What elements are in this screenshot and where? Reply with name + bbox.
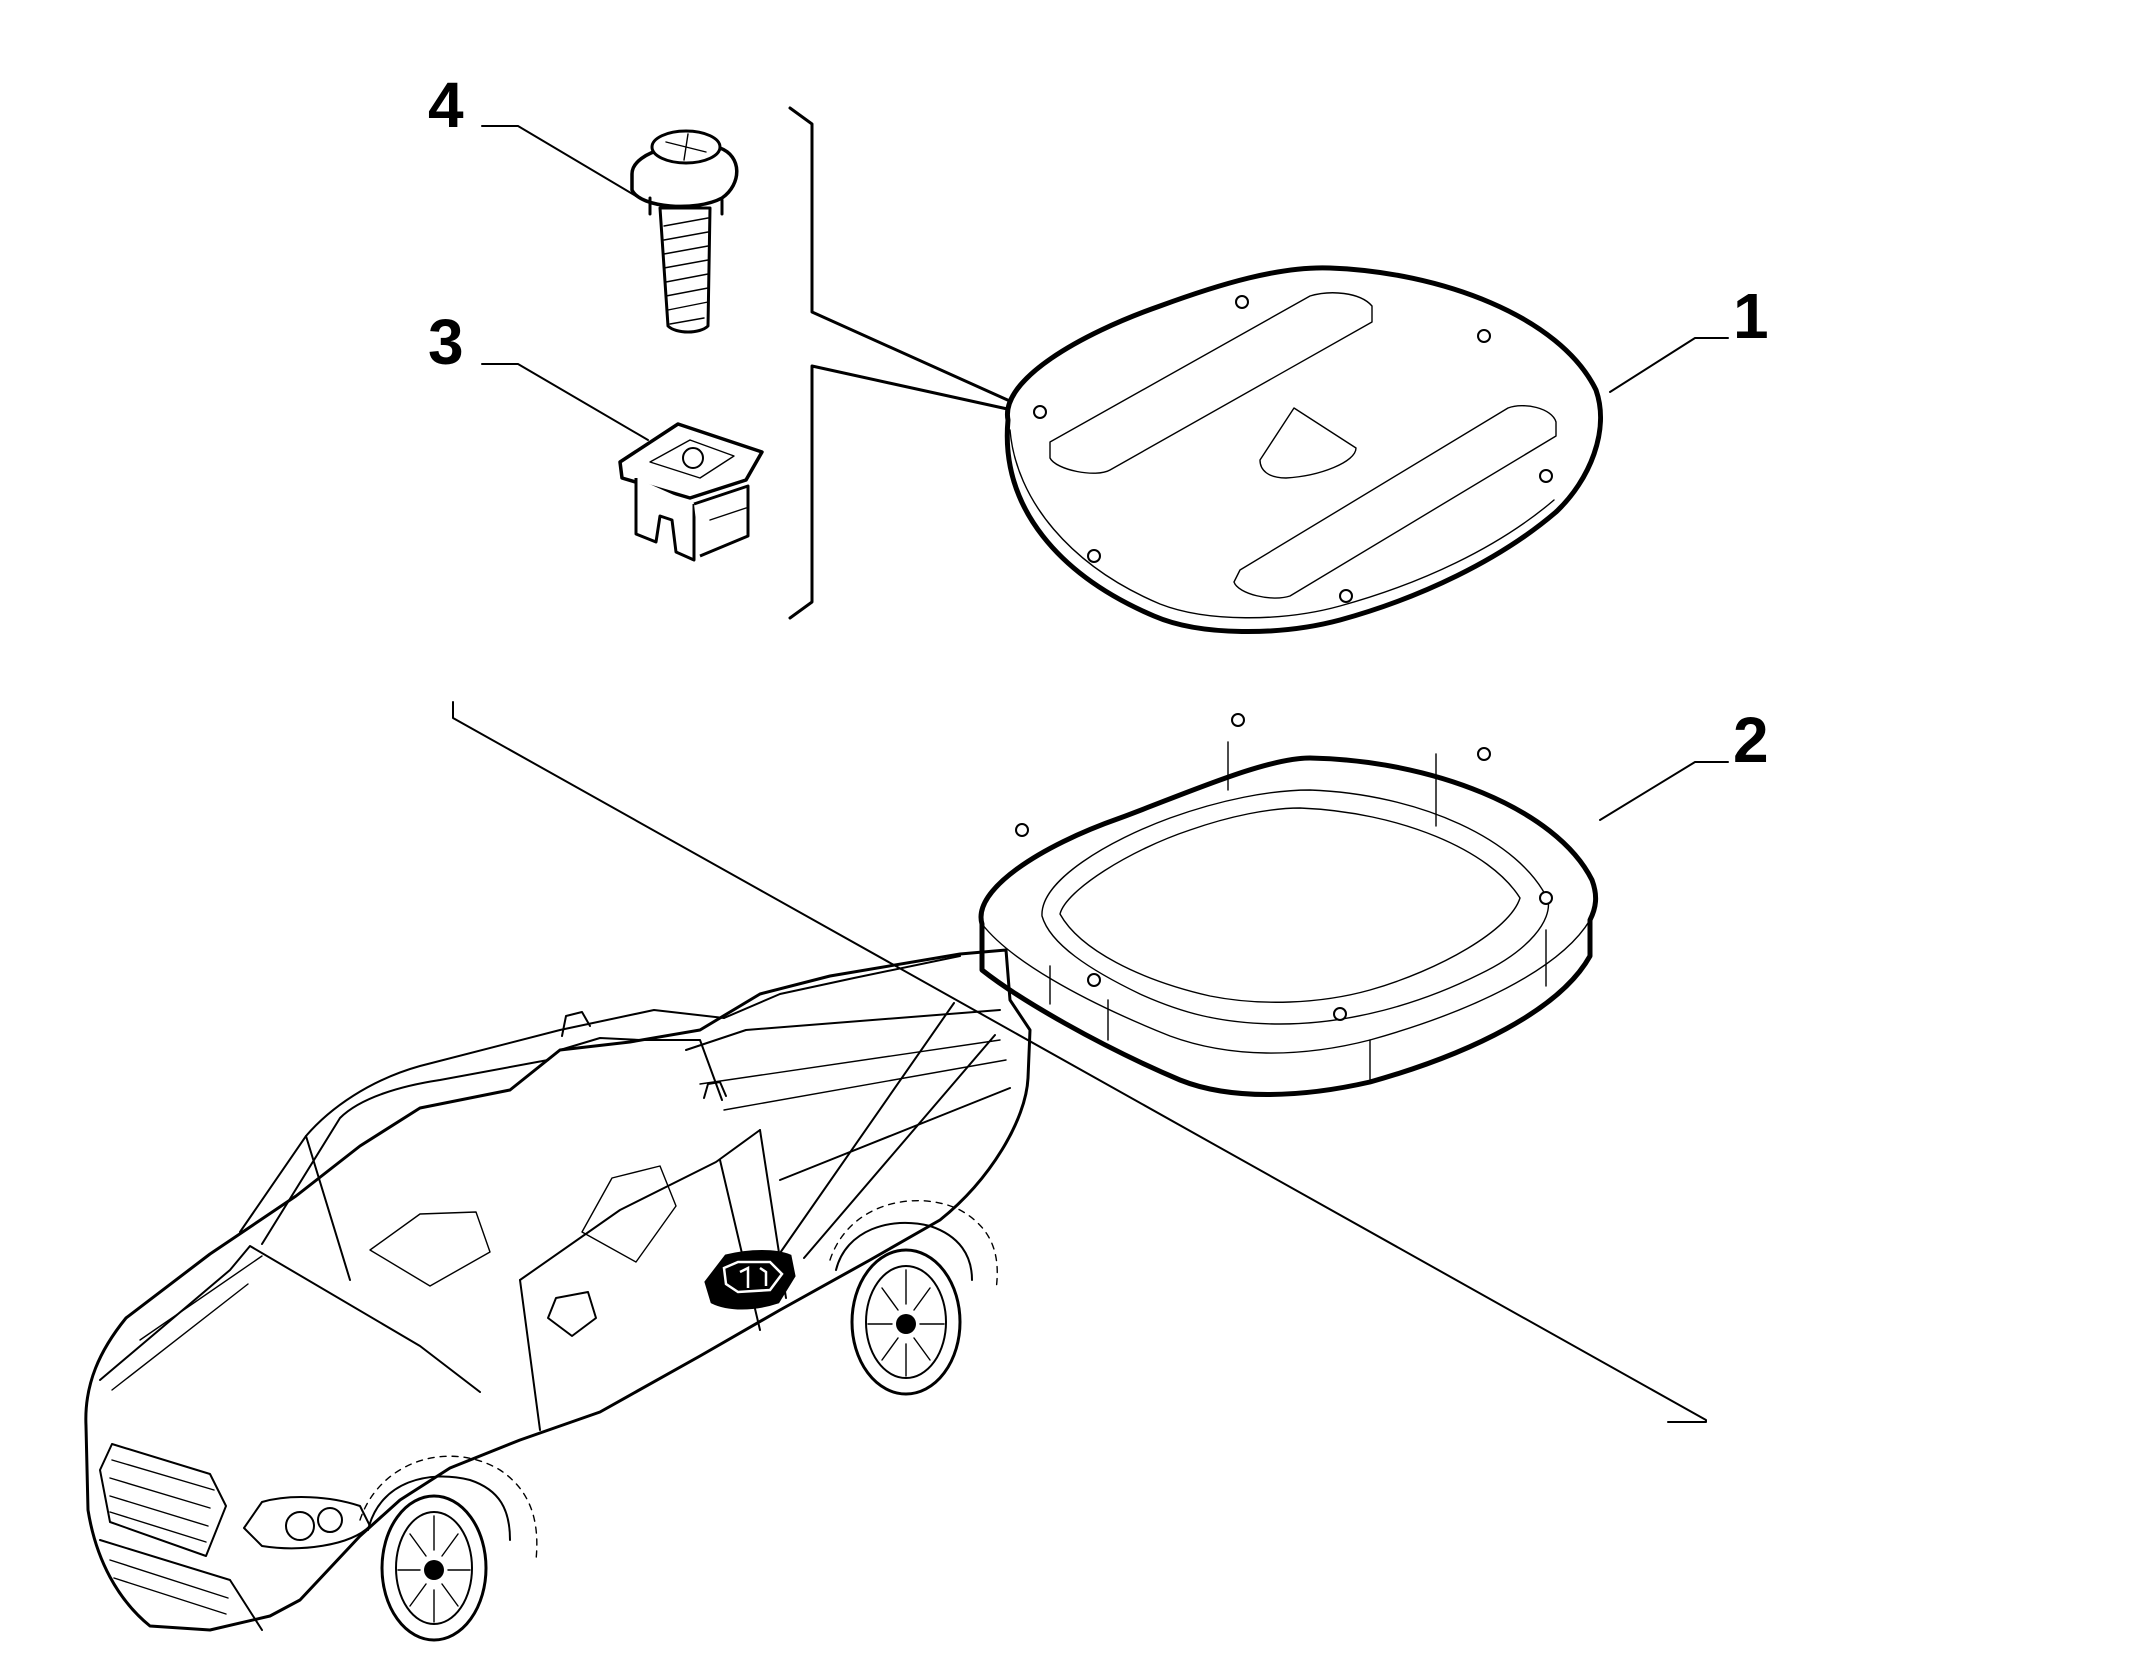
- gasket-frame-part-2: [978, 713, 1599, 1097]
- callout-label-1: 1: [1733, 280, 1769, 352]
- location-marker: [704, 1250, 796, 1310]
- leader-line-3: [481, 363, 649, 441]
- callout-label-2: 2: [1733, 704, 1769, 776]
- leader-line-4: [481, 125, 637, 197]
- callout-label-3: 3: [428, 306, 464, 378]
- pickup-truck-illustration: [84, 948, 1032, 1642]
- cover-plate-part-1: [1004, 265, 1603, 634]
- leader-lines: [481, 125, 1729, 821]
- screw-part-4: [630, 129, 739, 334]
- leader-line-2: [1599, 761, 1729, 821]
- group-bracket: [788, 106, 1014, 620]
- assembly-lines: [452, 701, 1707, 1423]
- clip-nut-part-3: [618, 422, 764, 562]
- leader-line-1: [1609, 337, 1729, 393]
- callout-label-4: 4: [428, 69, 464, 141]
